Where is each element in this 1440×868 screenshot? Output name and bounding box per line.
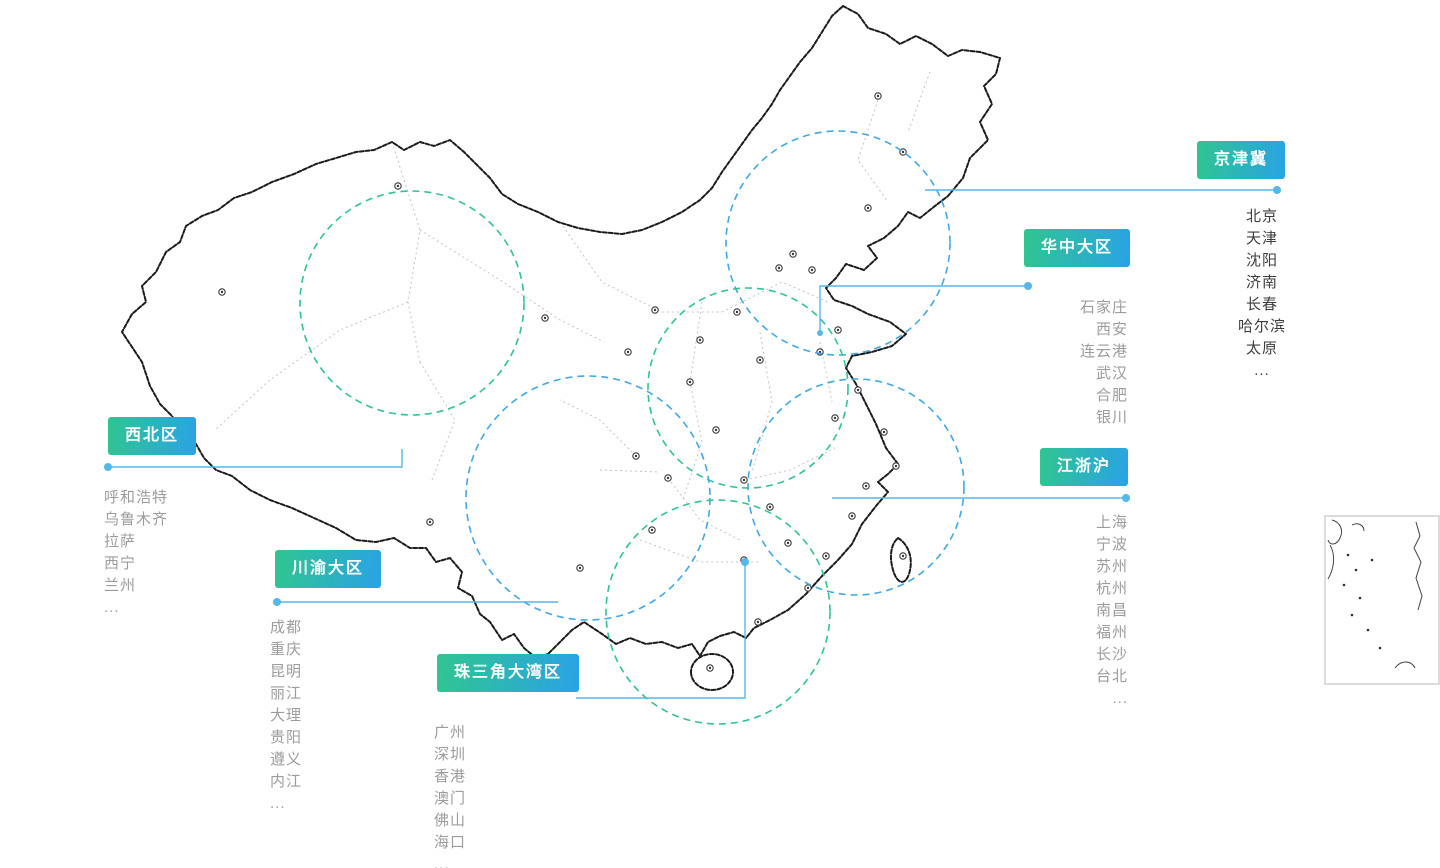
city-item: 福州 xyxy=(1095,624,1128,641)
city-item: 太原 xyxy=(1245,340,1278,357)
city-item: ... xyxy=(270,795,286,812)
region-label-zhusanjiao: 珠三角大湾区 xyxy=(437,654,580,692)
region-circle-huazhong xyxy=(647,287,849,489)
city-item: ... xyxy=(1112,690,1128,707)
city-item: 乌鲁木齐 xyxy=(104,511,169,528)
city-item: 广州 xyxy=(434,724,467,741)
city-item: 内江 xyxy=(270,773,303,790)
region-label-xibei: 西北区 xyxy=(108,417,197,455)
region-circle-xibei xyxy=(299,190,525,416)
city-item: 大理 xyxy=(270,707,303,724)
city-item: 西宁 xyxy=(104,555,137,572)
region-label-jiangzhehu: 江浙沪 xyxy=(1040,448,1129,486)
city-item: 苏州 xyxy=(1095,558,1128,575)
leader-line-xibei xyxy=(108,449,403,468)
city-item: 南昌 xyxy=(1095,602,1128,619)
city-item: 长春 xyxy=(1245,296,1278,313)
city-item: 成都 xyxy=(270,619,303,636)
leader-lines xyxy=(104,186,1281,699)
city-list-jingjinji: 北京天津沈阳济南长春哈尔滨太原... xyxy=(1196,206,1328,382)
region-circle-zhusanjiao xyxy=(605,499,831,725)
city-item: 遵义 xyxy=(270,751,303,768)
city-item: 银川 xyxy=(1095,409,1128,426)
city-list-chuanyu: 成都重庆昆明丽江大理贵阳遵义内江... xyxy=(270,617,302,815)
mainland-outline xyxy=(121,5,1001,659)
city-item: 佛山 xyxy=(434,812,467,829)
city-item: 济南 xyxy=(1245,274,1278,291)
city-item: 香港 xyxy=(434,768,467,785)
city-item: 宁波 xyxy=(1095,536,1128,553)
city-item: 深圳 xyxy=(434,746,467,763)
province-borders xyxy=(214,71,931,563)
taiwan-island xyxy=(889,537,912,583)
city-item: 武汉 xyxy=(1095,365,1128,382)
country-border xyxy=(121,5,1001,691)
city-item: 兰州 xyxy=(104,577,137,594)
region-label-chuanyu: 川渝大区 xyxy=(275,550,382,588)
city-item: 天津 xyxy=(1245,230,1278,247)
city-item: 昆明 xyxy=(270,663,303,680)
city-list-zhusanjiao: 广州深圳香港澳门佛山海口... xyxy=(434,722,466,868)
city-item: 长沙 xyxy=(1095,646,1128,663)
city-item: 澳门 xyxy=(434,790,467,807)
city-item: 杭州 xyxy=(1095,580,1128,597)
city-item: 连云港 xyxy=(1079,343,1128,360)
city-item: 西安 xyxy=(1095,321,1128,338)
city-item: ... xyxy=(104,599,120,616)
city-item: 拉萨 xyxy=(104,533,137,550)
city-item: 重庆 xyxy=(270,641,303,658)
city-list-xibei: 呼和浩特乌鲁木齐拉萨西宁兰州... xyxy=(104,487,168,619)
city-item: 沈阳 xyxy=(1245,252,1278,269)
city-list-huazhong: 石家庄西安连云港武汉合肥银川 xyxy=(1000,297,1128,429)
region-circles xyxy=(299,130,965,725)
city-item: 上海 xyxy=(1095,514,1128,531)
city-item: 贵阳 xyxy=(270,729,303,746)
city-item: 石家庄 xyxy=(1079,299,1128,316)
city-list-jiangzhehu: 上海宁波苏州杭州南昌福州长沙台北... xyxy=(1000,512,1128,710)
city-item: 合肥 xyxy=(1095,387,1128,404)
city-item: 呼和浩特 xyxy=(104,489,169,506)
city-item: ... xyxy=(434,856,450,868)
city-item: ... xyxy=(1254,362,1270,379)
region-circle-jingjinji xyxy=(725,130,951,356)
region-label-huazhong: 华中大区 xyxy=(1024,229,1131,267)
city-item: 北京 xyxy=(1245,208,1278,225)
city-item: 丽江 xyxy=(270,685,303,702)
region-circle-jiangzhehu xyxy=(747,378,965,596)
city-item: 哈尔滨 xyxy=(1237,318,1286,335)
region-circle-chuanyu xyxy=(465,375,711,621)
region-label-jingjinji: 京津冀 xyxy=(1197,141,1286,179)
leader-line-zhusanjiao xyxy=(576,562,746,699)
sea-inset-map xyxy=(1324,515,1440,685)
leader-line-huazhong xyxy=(819,285,1028,333)
hainan-island xyxy=(690,653,734,691)
city-item: 台北 xyxy=(1095,668,1128,685)
city-item: 海口 xyxy=(434,834,467,851)
